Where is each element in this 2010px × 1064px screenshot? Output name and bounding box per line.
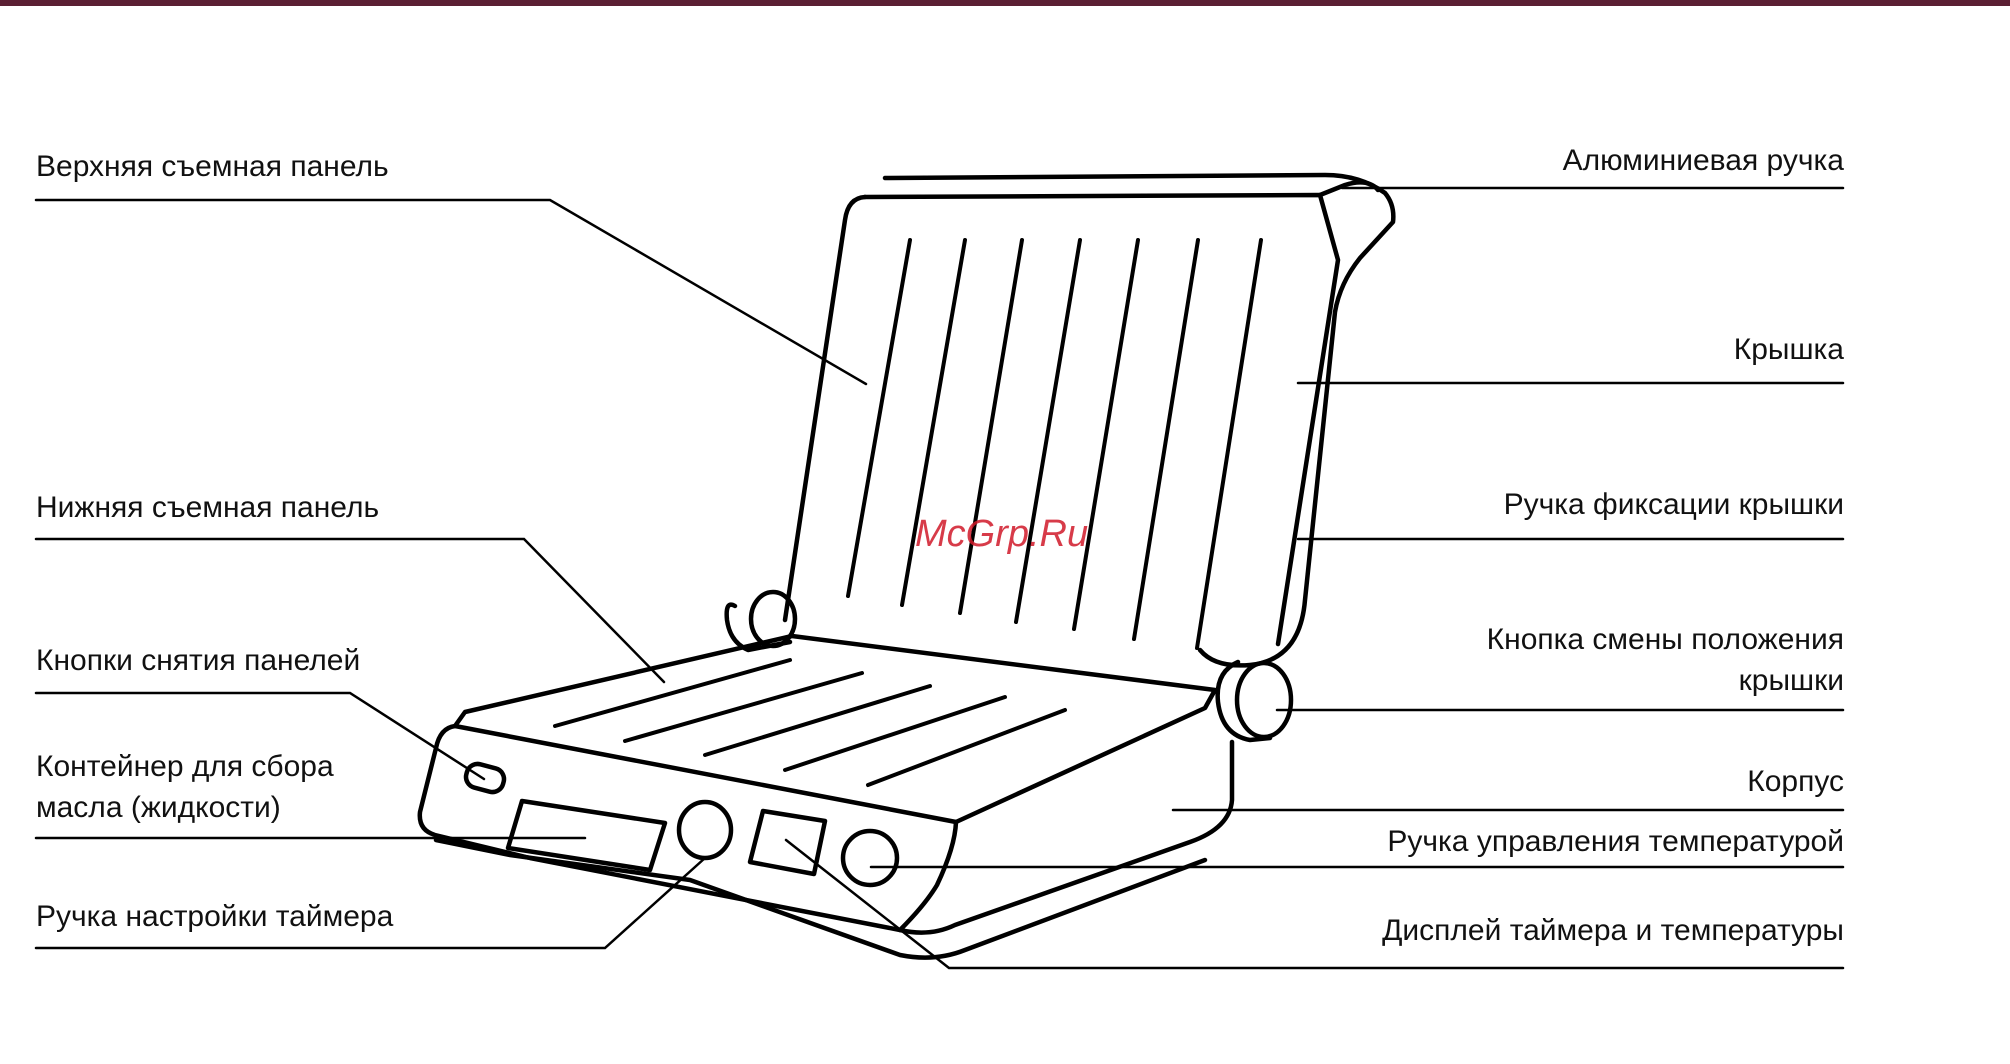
label-lid: Крышка — [1734, 329, 1844, 370]
label-oil-container-line1: Контейнер для сбора — [36, 746, 334, 787]
label-panel-release-buttons: Кнопки снятия панелей — [36, 640, 360, 681]
label-lid-position-button-line2: крышки — [1739, 660, 1844, 701]
upper-panel-ridges — [848, 240, 1261, 648]
lower-panel-ridges — [555, 660, 1065, 785]
lid-position-button-shape — [1218, 662, 1291, 740]
label-aluminum-handle: Алюминиевая ручка — [1563, 140, 1844, 181]
label-lid-lock-handle: Ручка фиксации крышки — [1504, 484, 1844, 525]
label-display: Дисплей таймера и температуры — [1382, 910, 1844, 951]
label-temperature-knob: Ручка управления температурой — [1387, 821, 1844, 862]
label-lower-panel: Нижняя съемная панель — [36, 487, 379, 528]
label-timer-knob: Ручка настройки таймера — [36, 896, 393, 937]
panel-release-button-shape — [464, 761, 507, 794]
timer-knob-shape — [679, 802, 731, 858]
label-housing: Корпус — [1747, 761, 1844, 802]
label-oil-container-line2: масла (жидкости) — [36, 787, 281, 828]
temperature-knob-shape — [843, 831, 897, 885]
watermark: McGrp.Ru — [915, 512, 1088, 556]
leader-upper-panel — [36, 200, 866, 384]
label-lid-position-button-line1: Кнопка смены положения — [1487, 619, 1844, 660]
grill-lid — [785, 175, 1393, 665]
label-upper-panel: Верхняя съемная панель — [36, 146, 389, 187]
